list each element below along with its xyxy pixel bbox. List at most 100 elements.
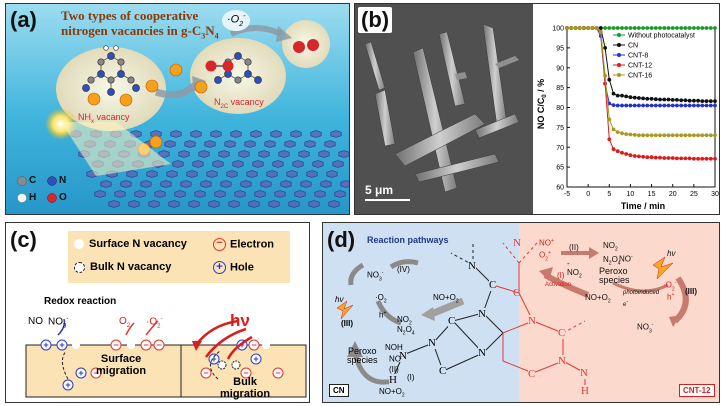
data-point <box>582 26 586 30</box>
nominus-right: NO- <box>619 254 633 264</box>
x-axis-label: Time / min <box>621 201 665 211</box>
nominus-left: NO- <box>389 354 403 364</box>
arrow-to-no3-left <box>389 259 419 270</box>
svg-text:−: − <box>243 368 248 378</box>
data-point <box>675 26 679 30</box>
lattice-cell <box>186 170 198 178</box>
data-point <box>658 103 662 108</box>
data-point <box>577 26 582 30</box>
lattice-cell <box>214 190 226 198</box>
legend-marker <box>617 73 621 77</box>
data-point <box>641 133 645 138</box>
legend-label: CNT-16 <box>628 73 652 80</box>
o2-bubble <box>282 20 330 68</box>
data-point <box>611 103 616 107</box>
data-point <box>700 103 705 108</box>
sem-image-rods <box>355 4 533 214</box>
lattice-cell <box>250 130 262 138</box>
data-point <box>565 26 569 30</box>
series-line-CNT-16 <box>567 27 715 136</box>
x-tick-label: 30 <box>711 191 719 198</box>
y-tick-label: 65 <box>556 165 564 172</box>
data-point <box>607 26 612 30</box>
data-point <box>713 99 717 103</box>
step-II-left: (II) <box>389 365 399 374</box>
svg-text:−: − <box>203 368 208 378</box>
sem-image: 5 μm <box>355 4 533 214</box>
data-point <box>700 99 705 103</box>
data-point <box>620 131 624 136</box>
lattice-cell <box>206 170 218 178</box>
data-point <box>611 147 616 152</box>
redox-label: Redox reaction <box>44 296 117 307</box>
lattice-cell <box>272 160 284 168</box>
data-point <box>679 98 684 103</box>
lattice-cell <box>178 150 190 158</box>
y-tick-label: 70 <box>556 145 564 152</box>
lattice-cell <box>168 200 180 208</box>
o2-molecule-adsorbed <box>205 60 234 72</box>
data-point <box>628 26 633 30</box>
lattice-cell <box>198 150 210 158</box>
data-point <box>649 26 654 30</box>
lattice-cell <box>188 200 200 208</box>
data-point <box>649 103 654 108</box>
lattice-cell <box>154 190 166 198</box>
data-point <box>666 26 671 30</box>
panel-a-illustration <box>6 4 349 214</box>
svg-text:+: + <box>239 340 244 350</box>
panel-d-label: (d) <box>327 227 356 252</box>
svg-text:−: − <box>251 340 256 350</box>
lattice-cell <box>194 190 206 198</box>
x-tick-label: 20 <box>669 191 677 198</box>
data-point <box>615 130 620 134</box>
atom-legend <box>17 176 57 203</box>
y-axis-label: NO C/C0 / % <box>536 79 548 129</box>
lattice-cell <box>192 160 204 168</box>
data-point <box>687 156 692 161</box>
bulk-migration-label: Bulk migration <box>220 376 271 400</box>
lattice-cell <box>94 190 106 198</box>
data-point <box>696 26 700 30</box>
legend-box: Surface N vacancy −Electron Bulk N vacan… <box>68 231 290 283</box>
o2plus-right: O2+ <box>539 250 551 263</box>
data-point <box>713 26 717 30</box>
data-point <box>670 26 675 30</box>
lattice-cell <box>108 200 120 208</box>
y-tick-label: 100 <box>552 26 564 33</box>
nhx-vacancy-label: NHx vacancy <box>78 112 130 125</box>
data-point <box>607 137 612 142</box>
lattice-cell <box>264 140 276 148</box>
data-point <box>675 156 679 161</box>
data-point <box>670 103 675 108</box>
peroxo-right: Peroxo species <box>599 266 630 285</box>
n2c-vacancy-bubble <box>190 38 286 114</box>
no3-label: NO3- <box>48 316 69 330</box>
data-point <box>658 97 662 102</box>
no-o2-center: NO+O2 <box>433 293 459 305</box>
lattice-cell <box>210 130 222 138</box>
data-point <box>683 103 688 108</box>
lattice-cell <box>240 180 252 188</box>
lattice-cell <box>238 150 250 158</box>
legend-marker <box>617 53 621 57</box>
lattice-cell <box>172 160 184 168</box>
lattice-cell <box>290 130 302 138</box>
x-tick-label: 5 <box>607 191 611 198</box>
hole-entry: +Hole <box>213 261 254 274</box>
data-point <box>666 97 671 102</box>
data-point <box>700 133 705 138</box>
electron-icon: − <box>213 238 226 251</box>
lattice-cell <box>226 170 238 178</box>
data-point <box>708 99 713 103</box>
data-point <box>687 133 692 138</box>
step-IV: (IV) <box>397 265 410 274</box>
data-point <box>679 26 684 30</box>
data-point <box>662 97 667 102</box>
hplus-right: h+ <box>667 292 675 302</box>
data-point <box>645 26 650 30</box>
data-point <box>658 26 662 30</box>
lattice-cell <box>246 170 258 178</box>
